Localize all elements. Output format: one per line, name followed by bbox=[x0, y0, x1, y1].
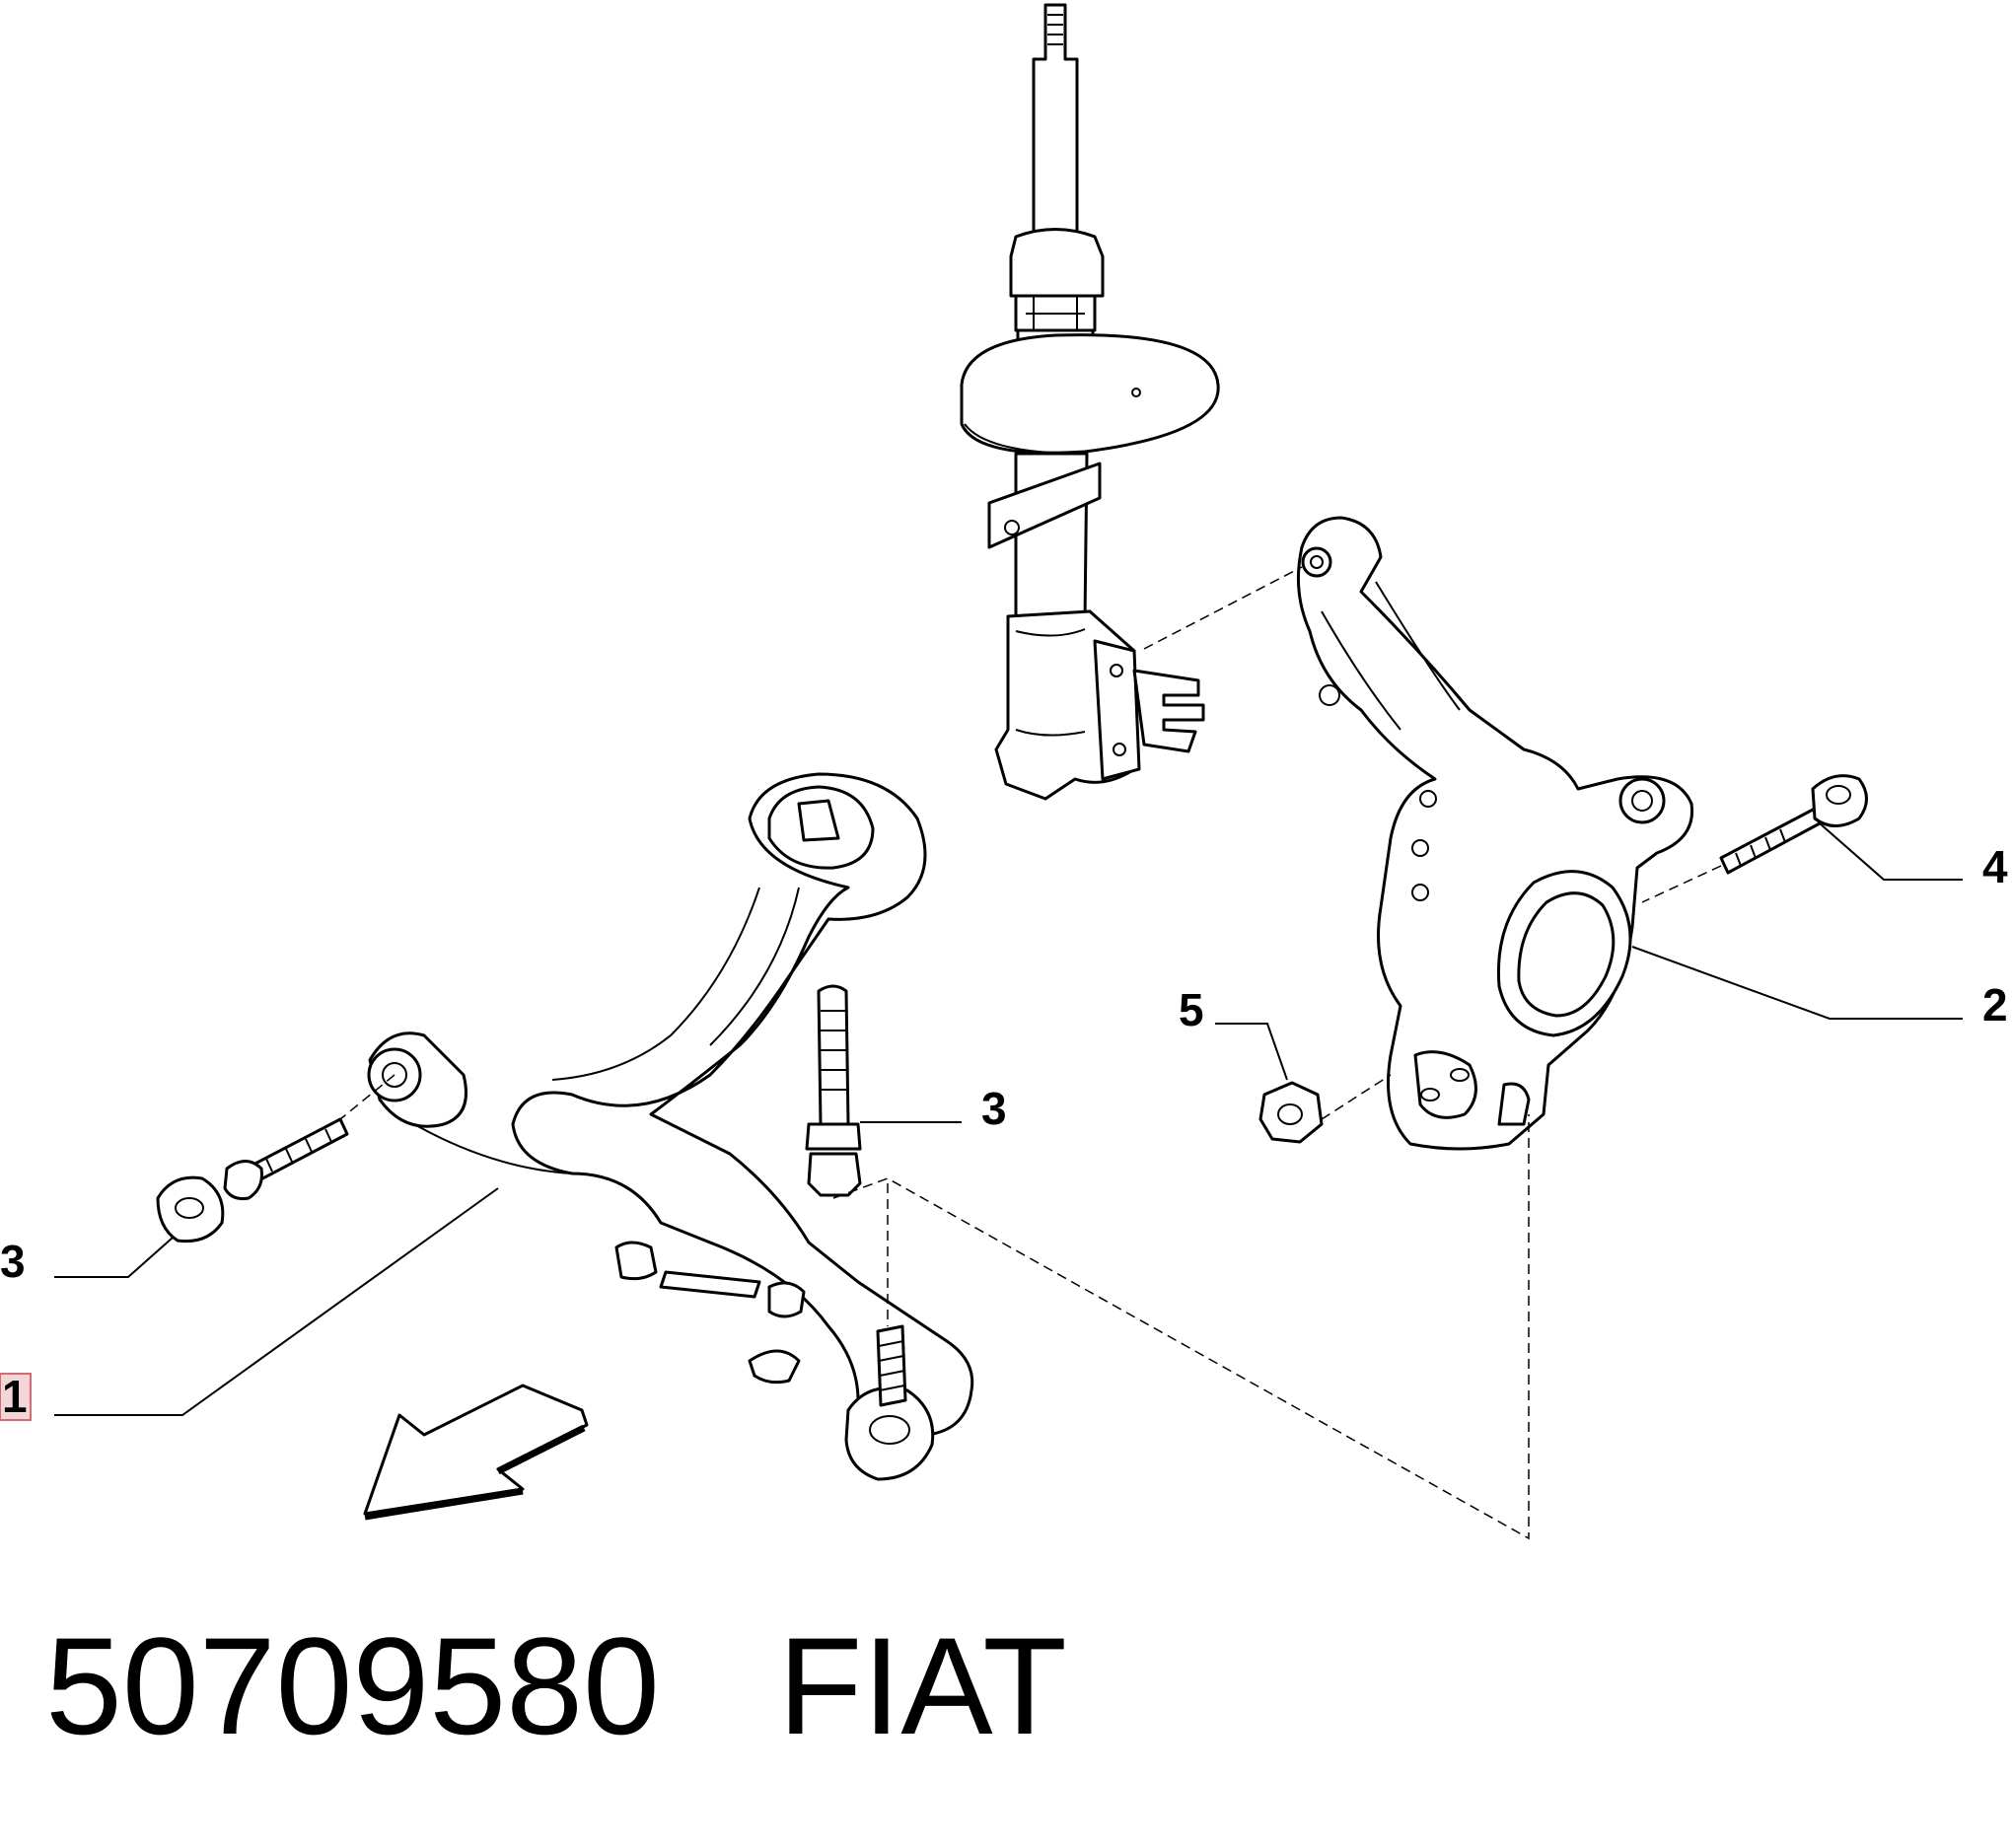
brand-name: FIAT bbox=[777, 1608, 1067, 1763]
callout-2[interactable]: 2 bbox=[1982, 979, 2008, 1031]
callout-1-highlight bbox=[0, 1373, 32, 1421]
control-arm bbox=[367, 772, 974, 1481]
shock-absorber-strut bbox=[960, 3, 1220, 801]
callout-labels: 1 2 3 3 4 5 bbox=[0, 841, 2008, 1422]
direction-arrow-icon bbox=[363, 1384, 589, 1521]
callout-3-left[interactable]: 3 bbox=[0, 1236, 26, 1287]
callout-5[interactable]: 5 bbox=[1179, 984, 1204, 1035]
callout-4[interactable]: 4 bbox=[1982, 841, 2008, 892]
assembly-lines bbox=[339, 566, 1722, 1540]
bolt-4 bbox=[1719, 774, 1868, 875]
bolt-3-left bbox=[156, 1117, 349, 1244]
part-number: 50709580 bbox=[45, 1608, 660, 1763]
nut-5 bbox=[1258, 1081, 1324, 1144]
callout-3-middle[interactable]: 3 bbox=[981, 1083, 1007, 1134]
steering-knuckle bbox=[1296, 516, 1694, 1151]
callout-1[interactable]: 1 bbox=[2, 1371, 28, 1422]
leader-lines bbox=[54, 822, 1963, 1416]
bolt-3-middle bbox=[805, 984, 862, 1197]
